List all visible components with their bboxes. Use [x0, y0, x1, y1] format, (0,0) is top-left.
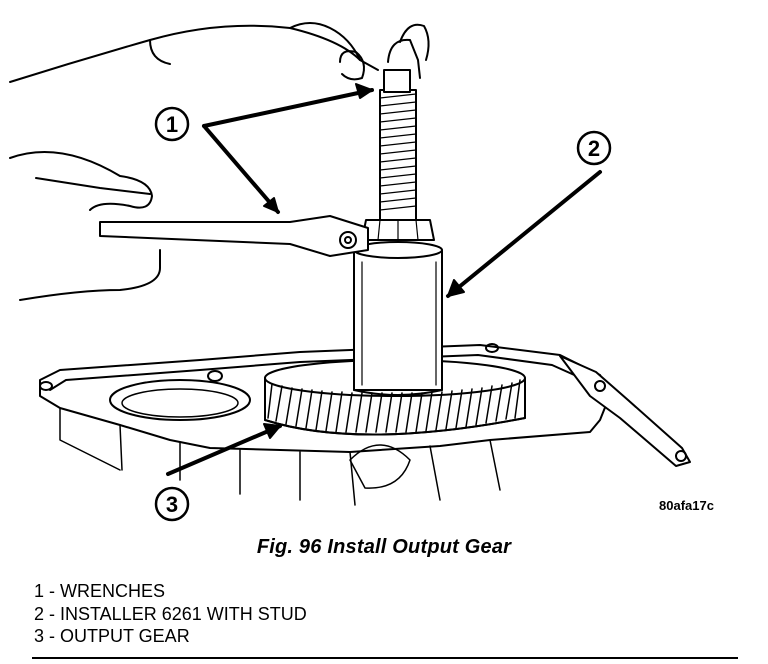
lower-wrench	[99, 215, 369, 257]
callout-1: 1	[154, 83, 374, 214]
bottom-rule	[32, 657, 738, 659]
svg-text:2: 2	[588, 136, 600, 161]
figure-code: 80afa17c	[659, 498, 714, 513]
threaded-stud	[379, 69, 417, 221]
svg-text:1: 1	[166, 112, 178, 137]
callout-2: 2	[446, 130, 612, 298]
svg-text:3: 3	[166, 492, 178, 517]
callout-3: 3	[154, 423, 282, 522]
hands	[9, 22, 430, 301]
legend-item-output-gear: 3 - OUTPUT GEAR	[34, 626, 190, 646]
installer-nut	[361, 219, 435, 241]
installer-tool-body	[353, 241, 443, 396]
legend-list: 1 - WRENCHES 2 - INSTALLER 6261 WITH STU…	[34, 580, 307, 648]
legend-item-wrenches: 1 - WRENCHES	[34, 581, 166, 601]
legend-item-installer: 2 - INSTALLER 6261 WITH STUD	[34, 603, 307, 624]
bearing-bore	[109, 379, 251, 421]
shift-linkage	[559, 355, 691, 467]
figure-caption: Fig. 96 Install Output Gear	[256, 536, 512, 558]
output-gear-install-illustration: 1 2 3	[9, 22, 691, 522]
